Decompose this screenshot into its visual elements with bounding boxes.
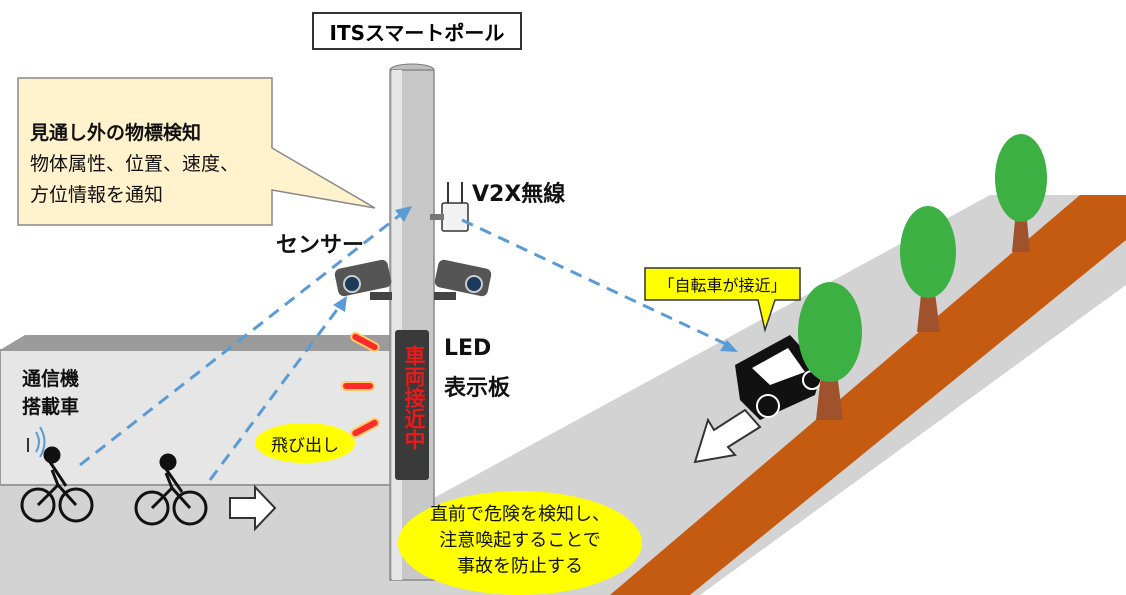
page-title: ITSスマートポール	[329, 20, 505, 45]
car-alert-bubble	[644, 267, 801, 333]
callout-line-1: 物体属性、位置、速度、	[30, 153, 240, 175]
led-label-2: 表示板	[444, 376, 511, 401]
callout-text: 見通し外の物標検知 物体属性、位置、速度、 方位情報を通知	[30, 118, 239, 211]
vehicle-label-1: 通信機	[22, 368, 80, 390]
bottom-message-line-1: 直前で危険を検知し、	[430, 504, 610, 525]
warning-lights	[341, 331, 380, 439]
led-label-1: LED	[444, 336, 492, 361]
camera-right-icon	[434, 259, 492, 300]
pole-shade	[392, 70, 402, 580]
bottom-message-line-2: 注意喚起することで	[439, 530, 601, 551]
led-panel	[395, 330, 429, 480]
led-display-text: 車両接近中	[402, 345, 426, 450]
left-road	[0, 480, 430, 595]
car-direction-arrow	[693, 408, 762, 464]
title-box: ITSスマートポール	[312, 12, 522, 50]
bottom-message: 直前で危険を検知し、 注意喚起することで 事故を防止する	[410, 502, 630, 580]
tree-icon	[900, 206, 956, 332]
vehicle-label-2: 搭載車	[22, 396, 80, 418]
bottom-message-line-3: 事故を防止する	[457, 556, 583, 577]
sensor-label: センサー	[276, 233, 365, 258]
camera-left-icon	[334, 259, 392, 300]
tree-icon	[995, 134, 1047, 252]
jump-out-label: 飛び出し	[271, 436, 339, 456]
callout-line-2: 方位情報を通知	[30, 184, 164, 206]
wall-top	[0, 335, 420, 350]
signal-wave-icon	[27, 426, 46, 458]
bike-lane	[610, 195, 1126, 595]
callout-heading: 見通し外の物標検知	[30, 122, 202, 144]
bike-direction-arrow	[229, 484, 277, 532]
arrowheads	[333, 206, 738, 352]
callout-box	[17, 77, 376, 226]
v2x-radio-icon	[430, 182, 469, 232]
v2x-label: V2X無線	[472, 182, 566, 207]
cyclist-icon	[134, 453, 208, 526]
jump-out-bubble	[255, 423, 355, 463]
car-icon	[735, 335, 822, 420]
car-alert-label: 「自転車が接近」	[658, 276, 787, 295]
cyclist-icon	[20, 446, 94, 523]
message-bubble	[398, 491, 642, 595]
tree-icon	[798, 282, 862, 420]
signal-arrows	[79, 213, 729, 481]
